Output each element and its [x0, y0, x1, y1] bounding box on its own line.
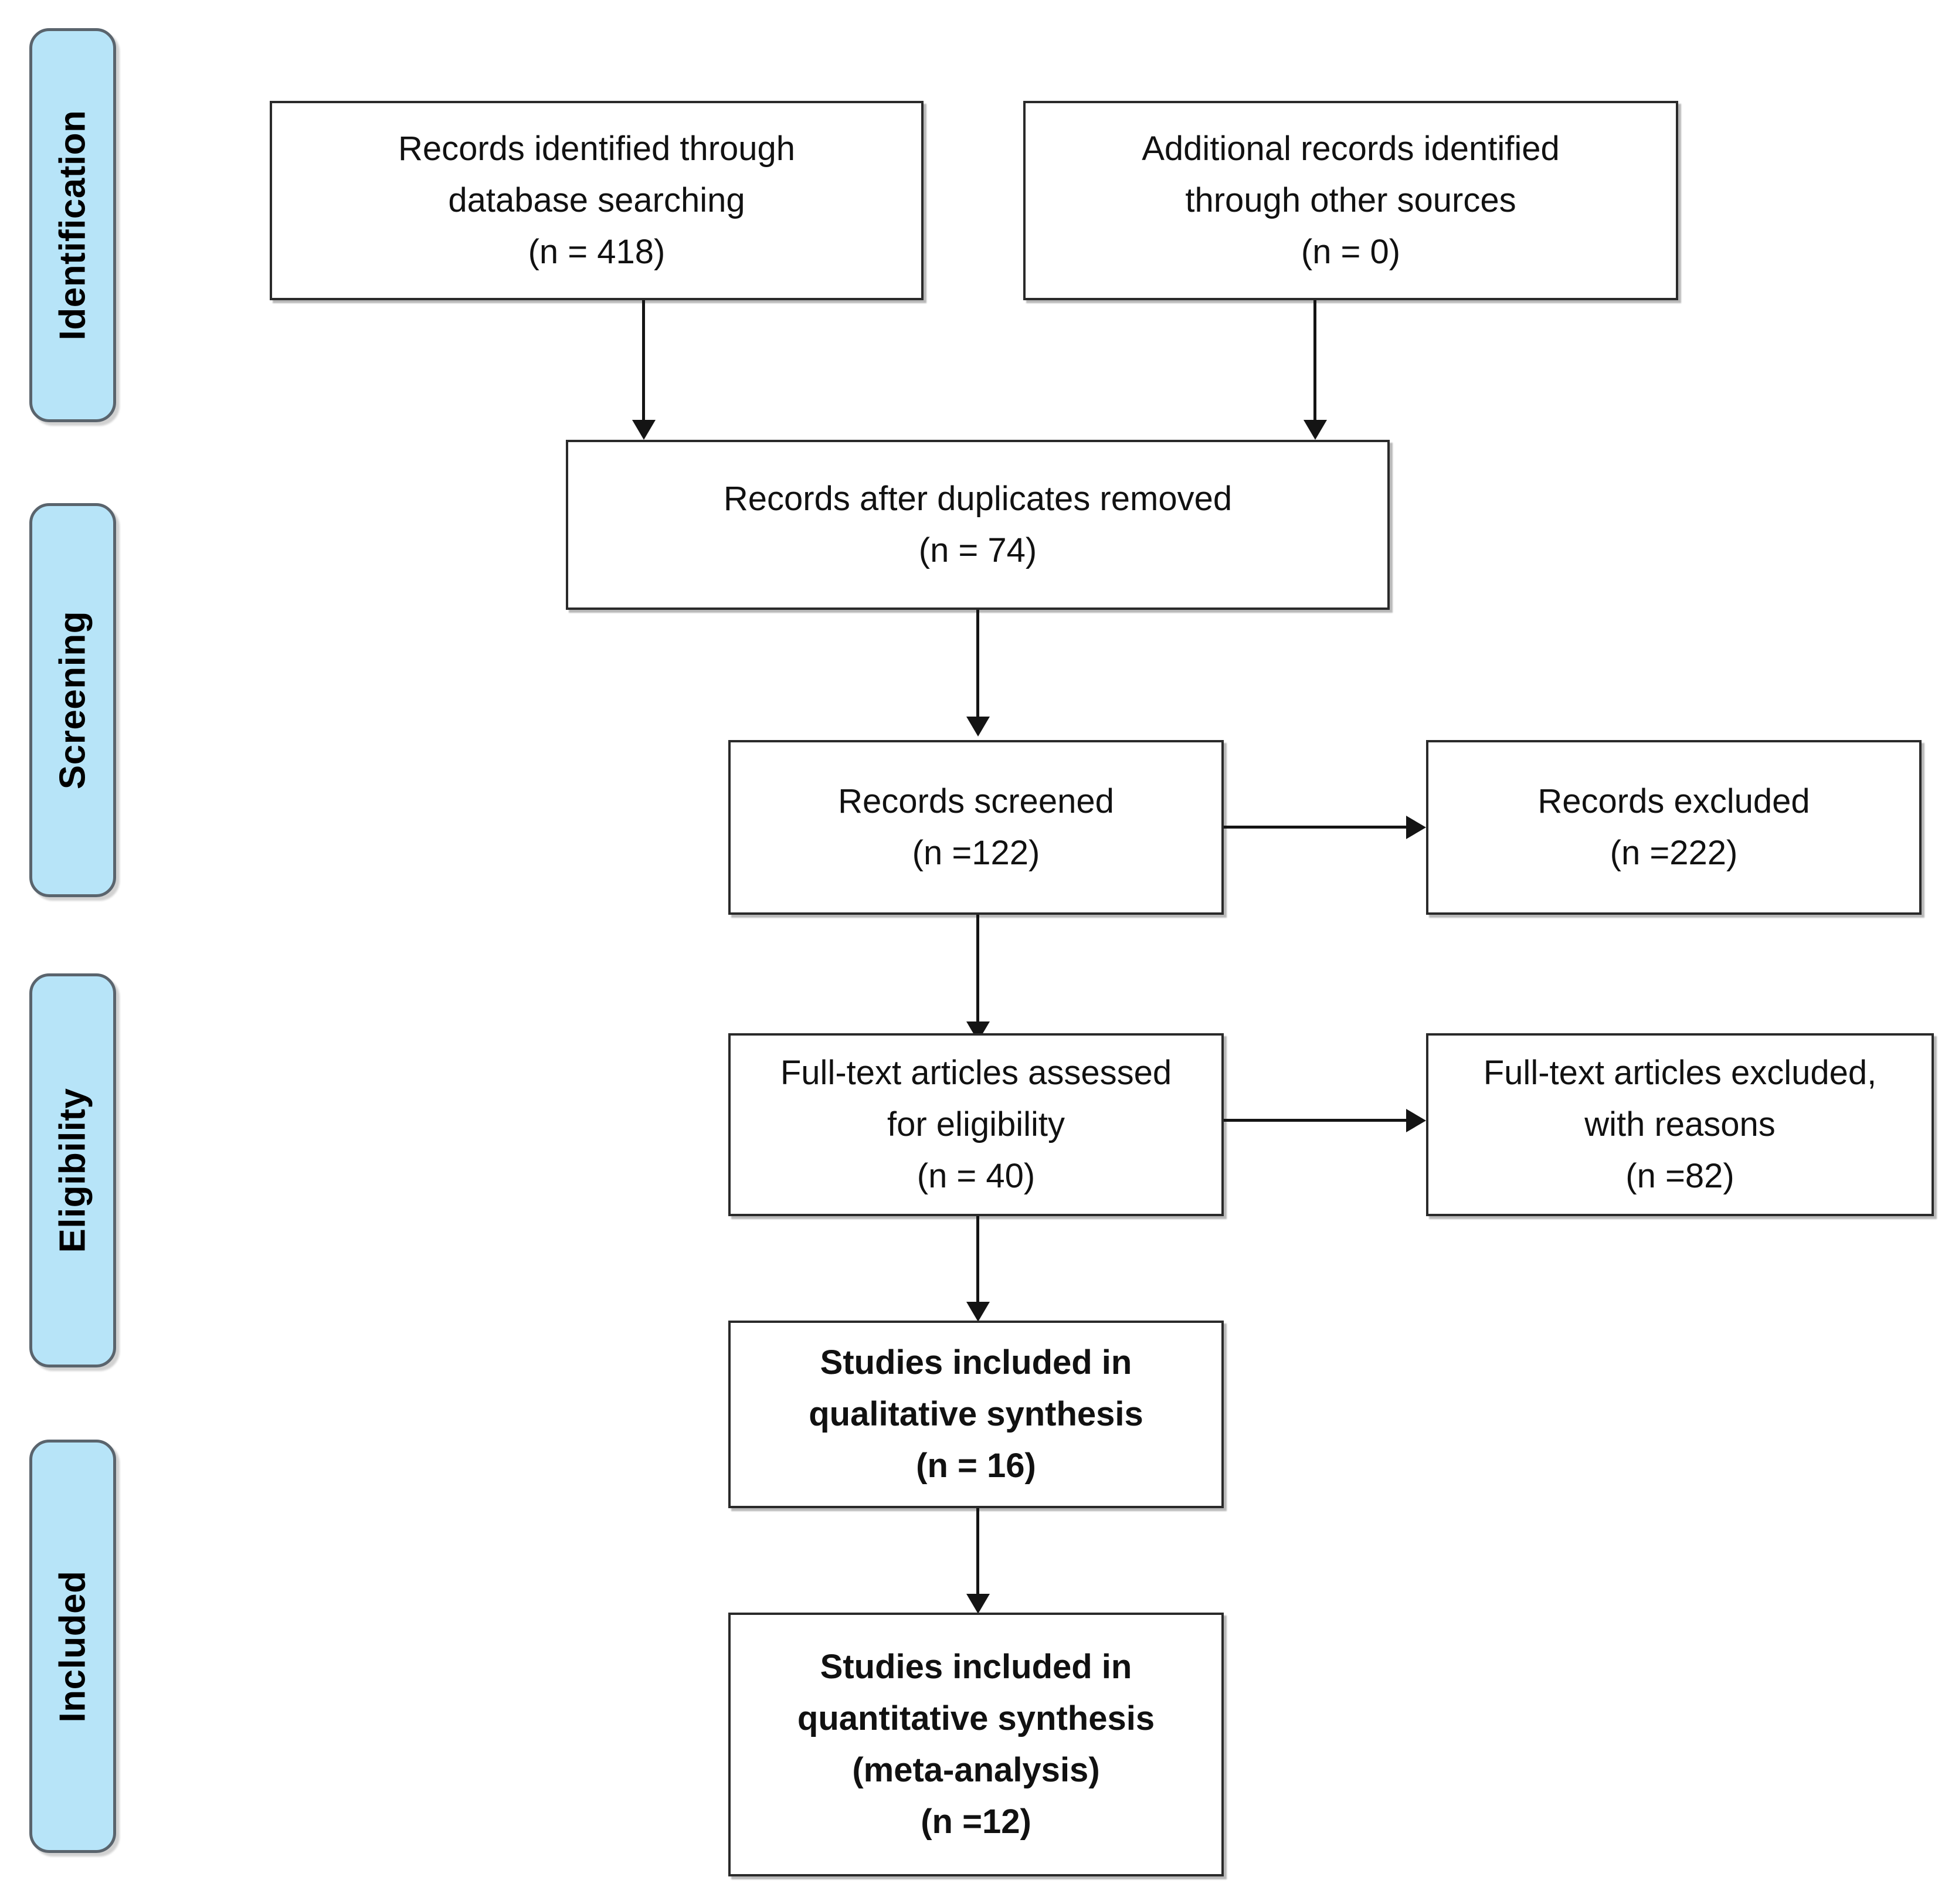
arrowhead-duplicates-to-screened: [966, 717, 990, 737]
box-line: (n = 0): [1301, 233, 1401, 271]
box-line: Full-text articles assessed: [780, 1053, 1172, 1092]
box-line: quantitative synthesis: [797, 1699, 1155, 1737]
stage-tab-identification: Identification: [29, 28, 116, 422]
box-line: (n = 16): [916, 1447, 1036, 1485]
box-records-identified-database: Records identified through database sear…: [270, 101, 924, 300]
box-full-text-articles-assessed: Full-text articles assessed for eligibil…: [728, 1033, 1224, 1216]
box-line: Studies included in: [820, 1647, 1132, 1686]
box-studies-included-qualitative: Studies included in qualitative synthesi…: [728, 1321, 1224, 1508]
connector-duplicates-to-screened: [976, 610, 979, 722]
box-line: qualitative synthesis: [809, 1394, 1143, 1433]
box-records-screened: Records screened (n =122): [728, 740, 1224, 915]
arrowhead-fulltext-to-qualitative: [966, 1302, 990, 1322]
connector-fulltext-to-qualitative: [976, 1216, 979, 1308]
stage-tab-eligibility-label: Eligibility: [52, 1088, 93, 1253]
box-line: with reasons: [1584, 1105, 1776, 1143]
box-line: Studies included in: [820, 1343, 1132, 1382]
stage-tab-eligibility: Eligibility: [29, 973, 116, 1367]
stage-tab-screening-label: Screening: [52, 610, 93, 790]
stage-tab-included-label: Included: [52, 1570, 93, 1722]
box-full-text-articles-excluded: Full-text articles excluded, with reason…: [1426, 1033, 1934, 1216]
box-line: (n =12): [921, 1803, 1031, 1841]
box-line: (meta-analysis): [852, 1751, 1100, 1789]
stage-tab-identification-label: Identification: [52, 110, 93, 341]
box-line: for eligibility: [887, 1105, 1065, 1143]
box-line: database searching: [448, 181, 745, 219]
connector-assessed-to-excluded: [1224, 1119, 1407, 1122]
box-line: (n = 74): [918, 531, 1037, 569]
box-line: (n =222): [1610, 834, 1738, 872]
box-line: Records excluded: [1537, 782, 1810, 820]
box-line: through other sources: [1185, 181, 1516, 219]
box-additional-records-other-sources: Additional records identified through ot…: [1023, 101, 1678, 300]
box-line: (n =122): [912, 834, 1040, 872]
connector-screened-to-excluded: [1224, 826, 1407, 829]
arrowhead-database-to-duplicates: [632, 420, 656, 440]
arrowhead-other-sources-to-duplicates: [1304, 420, 1327, 440]
arrowhead-qualitative-to-quantitative: [966, 1594, 990, 1614]
connector-other-sources-to-duplicates: [1313, 300, 1316, 428]
box-line: (n =82): [1625, 1157, 1734, 1196]
box-line: (n = 418): [528, 233, 666, 271]
box-line: Records identified through: [398, 129, 796, 168]
connector-qualitative-to-quantitative: [976, 1508, 979, 1600]
box-line: Records screened: [838, 782, 1114, 820]
box-studies-included-quantitative: Studies included in quantitative synthes…: [728, 1613, 1224, 1876]
box-line: Additional records identified: [1142, 129, 1560, 168]
stage-tab-screening: Screening: [29, 503, 116, 897]
arrowhead-screened-to-excluded: [1406, 816, 1426, 839]
connector-screened-to-fulltext: [976, 915, 979, 1027]
box-line: Records after duplicates removed: [723, 479, 1233, 518]
box-records-after-duplicates-removed: Records after duplicates removed (n = 74…: [566, 440, 1390, 610]
arrowhead-assessed-to-excluded: [1406, 1109, 1426, 1132]
stage-tab-included: Included: [29, 1440, 116, 1853]
box-line: (n = 40): [917, 1157, 1036, 1196]
box-records-excluded: Records excluded (n =222): [1426, 740, 1922, 915]
box-line: Full-text articles excluded,: [1483, 1053, 1877, 1092]
connector-database-to-duplicates: [642, 300, 645, 428]
